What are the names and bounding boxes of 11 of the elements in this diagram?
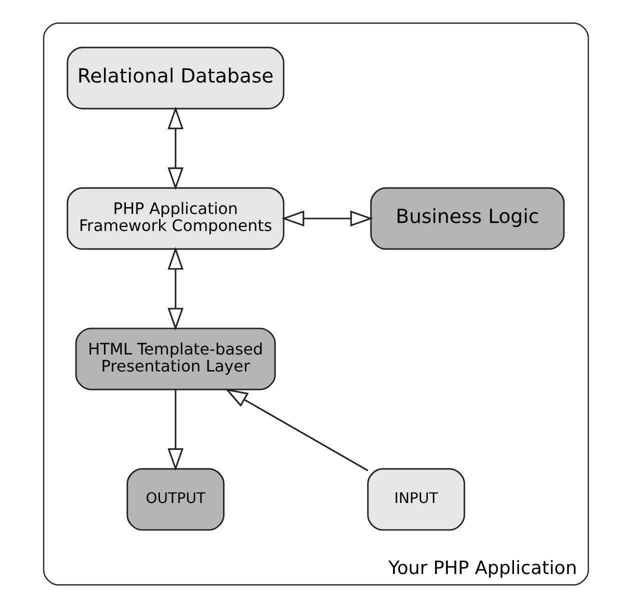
node-box: Business Logic — [370, 187, 565, 250]
arrow — [168, 390, 184, 472]
node-box: Relational Database — [66, 46, 284, 110]
node-box: OUTPUT — [126, 468, 225, 531]
node-box: PHP Application Framework Components — [66, 187, 284, 250]
node-box: INPUT — [367, 468, 466, 531]
arrow — [225, 388, 368, 472]
arrow — [281, 210, 374, 226]
arrow — [168, 106, 184, 190]
arrow — [168, 246, 184, 331]
node-box: HTML Template-based Presentation Layer — [75, 328, 276, 390]
